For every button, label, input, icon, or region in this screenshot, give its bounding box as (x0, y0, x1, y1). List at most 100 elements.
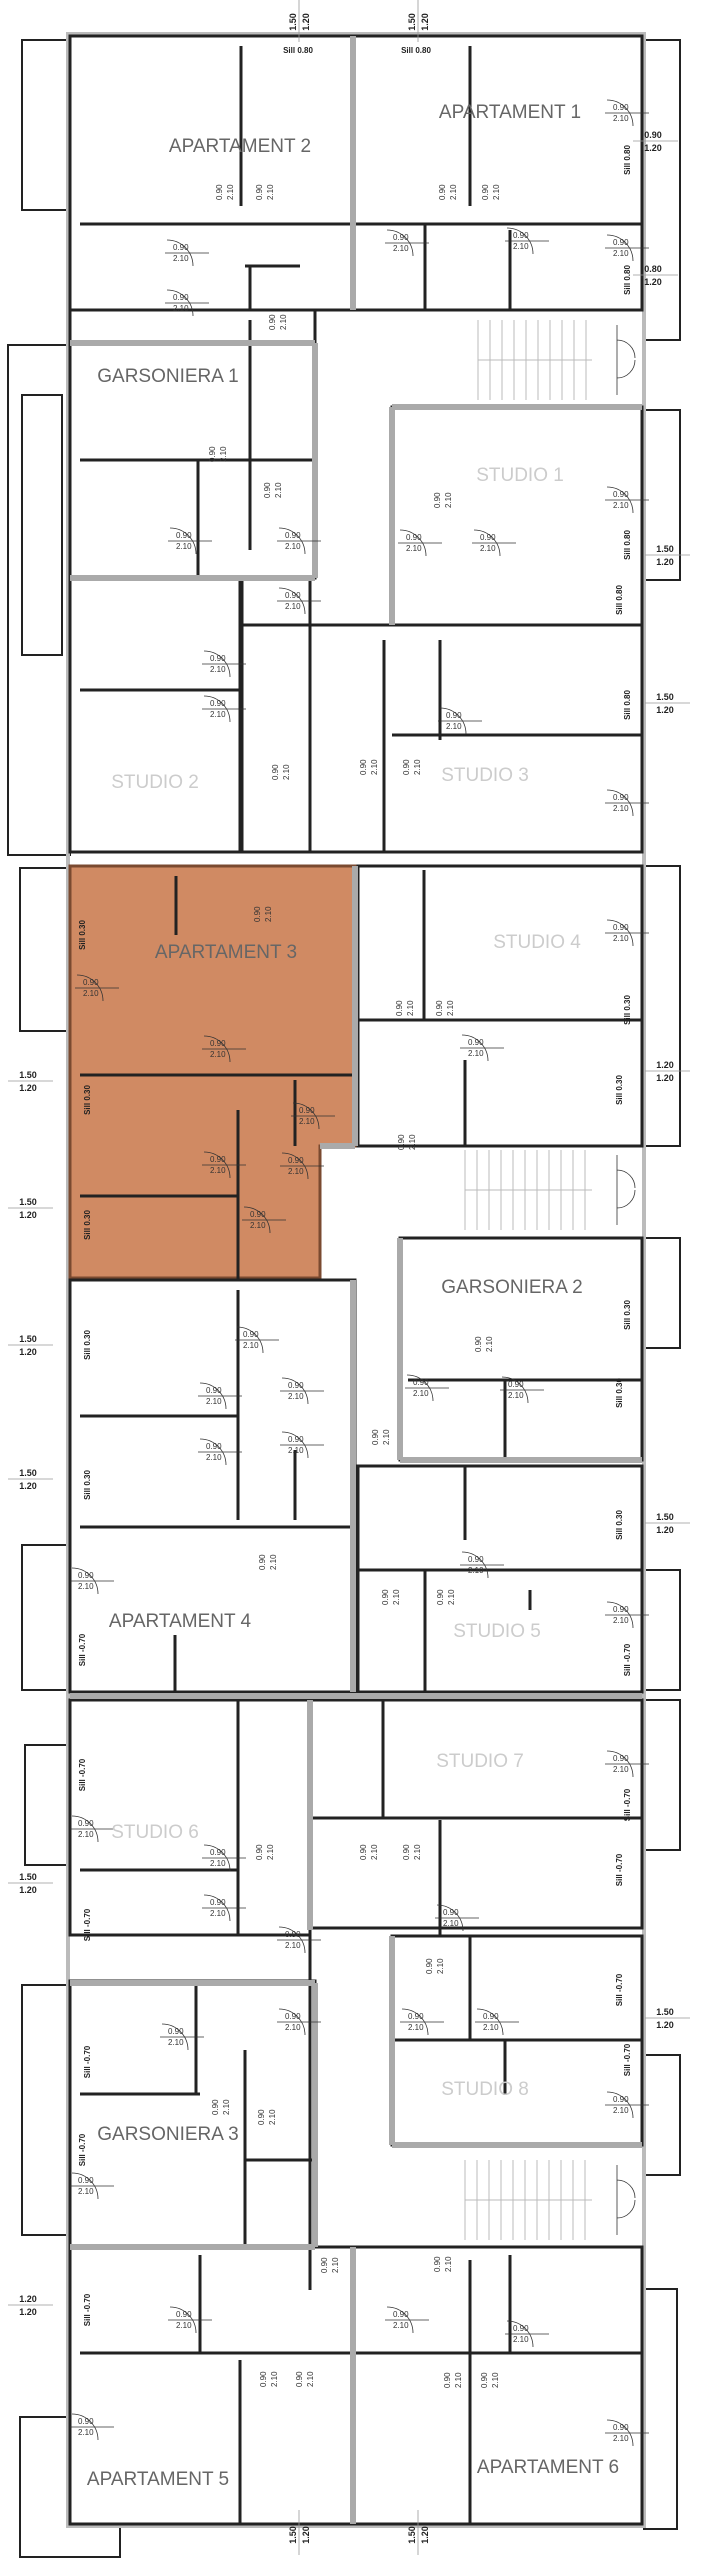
sill-label: Sill -0.70 (623, 1643, 632, 1676)
staircase (464, 2160, 636, 2240)
svg-text:2.10: 2.10 (468, 1049, 484, 1058)
svg-text:2.10: 2.10 (408, 2023, 424, 2032)
svg-text:2.10: 2.10 (613, 1765, 629, 1774)
svg-text:1.20: 1.20 (19, 1481, 37, 1491)
svg-text:1.20: 1.20 (301, 2526, 311, 2544)
svg-text:1.50: 1.50 (19, 1070, 37, 1080)
svg-text:2.10: 2.10 (219, 446, 228, 462)
svg-text:0.90: 0.90 (243, 1330, 259, 1339)
svg-text:1.20: 1.20 (420, 13, 430, 31)
svg-text:2.10: 2.10 (210, 665, 226, 674)
svg-text:2.10: 2.10 (413, 759, 422, 775)
door-tag: 0.902.10 (605, 789, 649, 817)
svg-text:0.90: 0.90 (206, 1386, 222, 1395)
svg-text:2.10: 2.10 (210, 1050, 226, 1059)
unit-apartament-2 (68, 34, 355, 312)
svg-text:1.50: 1.50 (288, 2526, 298, 2544)
door-swing-icon (605, 1601, 649, 1629)
svg-text:2.10: 2.10 (393, 244, 409, 253)
door-swing-icon (605, 919, 649, 947)
balcony (19, 867, 71, 1032)
svg-text:2.10: 2.10 (78, 1830, 94, 1839)
door-tag: 0.902.10 (160, 2023, 204, 2051)
svg-text:0.90: 0.90 (210, 1155, 226, 1164)
staircase (464, 1150, 636, 1230)
svg-text:2.10: 2.10 (483, 2023, 499, 2032)
unit-label-studio-1: STUDIO 1 (476, 465, 564, 486)
svg-text:0.90: 0.90 (481, 184, 490, 200)
svg-text:0.90: 0.90 (78, 1571, 94, 1580)
svg-text:2.10: 2.10 (513, 2335, 529, 2344)
svg-text:2.10: 2.10 (250, 1221, 266, 1230)
svg-text:2.10: 2.10 (447, 1589, 456, 1605)
sill-label: Sill -0.70 (615, 1973, 624, 2006)
svg-text:0.90: 0.90 (613, 923, 629, 932)
door-tag: 0.902.10 (280, 1377, 324, 1405)
svg-text:0.90: 0.90 (259, 2371, 268, 2387)
sill-label: Sill -0.70 (83, 1908, 92, 1941)
door-tag: 0.902.10 (235, 1326, 279, 1354)
door-tag: 0.902.10 (505, 227, 549, 255)
door-swing-icon (202, 1151, 246, 1179)
svg-text:1.20: 1.20 (656, 1525, 674, 1535)
unit-studio-7 (308, 1698, 644, 1930)
svg-text:0.90: 0.90 (271, 764, 280, 780)
svg-text:0.90: 0.90 (480, 533, 496, 542)
svg-text:0.90: 0.90 (210, 654, 226, 663)
svg-text:2.10: 2.10 (270, 2371, 279, 2387)
svg-text:0.90: 0.90 (83, 978, 99, 987)
entrance-door-icon (616, 2165, 636, 2235)
svg-text:1.20: 1.20 (19, 1347, 37, 1357)
door-swing-icon (70, 2172, 114, 2200)
svg-text:2.10: 2.10 (176, 542, 192, 551)
door-swing-icon (605, 99, 649, 127)
svg-text:0.90: 0.90 (371, 1429, 380, 1445)
svg-text:2.10: 2.10 (613, 804, 629, 813)
svg-text:1.20: 1.20 (19, 1083, 37, 1093)
balcony (643, 2288, 678, 2530)
sill-label: Sill 0.80 (623, 690, 632, 720)
svg-text:2.10: 2.10 (210, 710, 226, 719)
unit-apartament-1 (351, 34, 644, 312)
entrance-door-icon (616, 1155, 636, 1225)
door-swing-icon (202, 1035, 246, 1063)
unit-apartament-3 (68, 864, 357, 1280)
svg-text:0.90: 0.90 (513, 231, 529, 240)
unit-garsoniera-3 (68, 1979, 317, 2249)
sill-label: Sill -0.70 (623, 2043, 632, 2076)
svg-text:0.90: 0.90 (320, 2257, 329, 2273)
svg-text:2.10: 2.10 (269, 1554, 278, 1570)
door-swing-icon (605, 2419, 649, 2447)
door-tag: 0.902.10 (500, 1376, 544, 1404)
staircase (477, 320, 636, 400)
svg-text:2.10: 2.10 (299, 1117, 315, 1126)
svg-text:0.90: 0.90 (402, 1844, 411, 1860)
svg-text:0.90: 0.90 (613, 490, 629, 499)
svg-text:0.90: 0.90 (295, 2371, 304, 2387)
svg-text:2.10: 2.10 (446, 722, 462, 731)
window-dimension: 1.501.20 (645, 692, 690, 715)
door-tag: 0.90 2.10 (291, 1102, 335, 1130)
svg-text:0.90: 0.90 (211, 2099, 220, 2115)
svg-text:2.10: 2.10 (331, 2257, 340, 2273)
sill-label: Sill -0.70 (623, 1788, 632, 1821)
svg-text:0.90: 0.90 (299, 1106, 315, 1115)
svg-text:2.10: 2.10 (613, 501, 629, 510)
svg-text:0.90: 0.90 (257, 2109, 266, 2125)
svg-text:0.90: 0.90 (285, 2012, 301, 2021)
sill-label: Sill 0.80 (401, 46, 431, 55)
svg-text:0.90: 0.90 (644, 130, 662, 140)
unit-label-studio-6: STUDIO 6 (111, 1822, 199, 1843)
svg-text:0.90: 0.90 (397, 1134, 406, 1150)
door-tag: 0.90 2.10 (202, 650, 246, 678)
svg-text:1.50: 1.50 (656, 544, 674, 554)
